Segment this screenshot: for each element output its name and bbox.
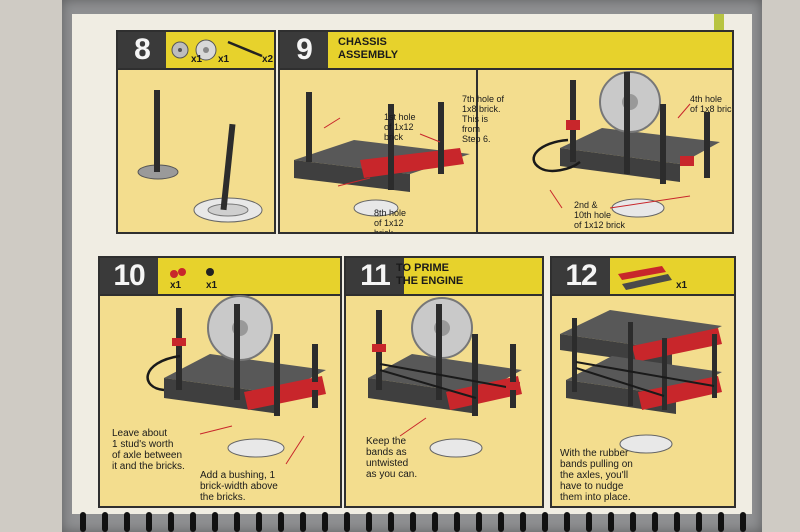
spiral-binding-ring (190, 512, 196, 532)
step-12-parts-icons (618, 266, 672, 290)
annotation: Add a bushing, 1 brick-width above the b… (200, 470, 278, 503)
step-8-parts-icons (171, 39, 263, 61)
spiral-binding-ring (630, 512, 636, 532)
spiral-binding-ring (740, 512, 746, 532)
spiral-binding-ring (300, 512, 306, 532)
spiral-binding-ring (278, 512, 284, 532)
spiral-binding-ring (476, 512, 482, 532)
step-number: 11 (346, 258, 404, 294)
spiral-binding-ring (256, 512, 262, 532)
step-number: 10 (100, 258, 158, 294)
annotation: With the rubber bands pulling on the axl… (560, 448, 633, 503)
step-8-panel: 8 x1 x1 x2 (116, 30, 276, 234)
spiral-binding-ring (696, 512, 702, 532)
spiral-binding-ring (212, 512, 218, 532)
spiral-binding-ring (608, 512, 614, 532)
spiral-binding-ring (718, 512, 724, 532)
annotation: Keep the bands as untwisted as you can. (366, 436, 418, 480)
spiral-binding-ring (80, 512, 86, 532)
spiral-binding-ring (410, 512, 416, 532)
red-brick-icon (618, 266, 666, 280)
spiral-binding-ring (542, 512, 548, 532)
spiral-binding-ring (520, 512, 526, 532)
step-11-panel: 11 TO PRIME THE ENGINE (344, 256, 544, 508)
instruction-page: 8 x1 x1 x2 (62, 0, 762, 532)
step-8-header: 8 x1 x1 x2 (118, 32, 274, 70)
part-qty: x2 (262, 54, 274, 65)
spiral-binding-ring (344, 512, 350, 532)
step-10-header: 10 x1 x1 (100, 258, 340, 296)
gray-brick-icon (622, 274, 672, 290)
step-number: 12 (552, 258, 610, 294)
part-qty: x1 (206, 280, 218, 291)
step-9-panel: 9 CHASSIS ASSEMBLY (278, 30, 734, 234)
step-8-illustration (137, 90, 263, 223)
spiral-binding-ring (388, 512, 394, 532)
spiral-binding-ring (454, 512, 460, 532)
step-10-parts-icons (170, 268, 214, 278)
page-surface: 8 x1 x1 x2 (72, 14, 752, 514)
part-qty: x1 (218, 54, 230, 65)
annotation: 8th hole of 1x12 brick (374, 208, 407, 234)
spiral-binding-ring (168, 512, 174, 532)
annotation: 7th hole of 1x8 brick. This is from Step… (462, 94, 505, 144)
yellow-green-edge (714, 14, 724, 34)
annotation: 2nd & 10th hole of 1x12 brick (574, 200, 626, 230)
step-9-illustration (294, 71, 720, 218)
spiral-binding-ring (586, 512, 592, 532)
step-12-header: 12 x1 (552, 258, 734, 296)
spiral-binding-ring (432, 512, 438, 532)
rubber-band-icon (206, 268, 214, 276)
panel-divider (476, 68, 478, 232)
spiral-binding-ring (124, 512, 130, 532)
bushing-icon (178, 268, 186, 276)
spiral-binding-ring (322, 512, 328, 532)
part-qty: x1 (676, 280, 688, 291)
spiral-binding-ring (366, 512, 372, 532)
step-10-panel: 10 x1 x1 (98, 256, 342, 508)
spiral-binding-ring (498, 512, 504, 532)
spiral-binding-ring (102, 512, 108, 532)
annotation: Leave about 1 stud's worth of axle betwe… (112, 428, 185, 472)
step-12-illustration (560, 310, 722, 454)
step-12-panel: 12 x1 Wi (550, 256, 736, 508)
step-11-illustration (368, 297, 522, 458)
bushing-icon (170, 270, 178, 278)
step-9-header: 9 CHASSIS ASSEMBLY (280, 32, 732, 70)
spiral-binding-ring (234, 512, 240, 532)
step-title: CHASSIS ASSEMBLY (338, 36, 399, 61)
axle-icon (227, 40, 263, 58)
part-qty: x1 (191, 54, 203, 65)
spiral-binding-ring (652, 512, 658, 532)
step-title: TO PRIME THE ENGINE (396, 262, 464, 287)
step-11-header: 11 TO PRIME THE ENGINE (346, 258, 542, 296)
step-number: 8 (118, 32, 166, 68)
annotation: 4th hole of 1x8 brick (690, 94, 732, 114)
spiral-binding-ring (146, 512, 152, 532)
part-qty: x1 (170, 280, 182, 291)
step-number: 9 (280, 32, 328, 68)
annotation: 1st hole of 1x12 brick (384, 112, 416, 142)
spiral-binding-ring (564, 512, 570, 532)
step-10-illustration (146, 295, 326, 465)
spiral-binding-ring (674, 512, 680, 532)
